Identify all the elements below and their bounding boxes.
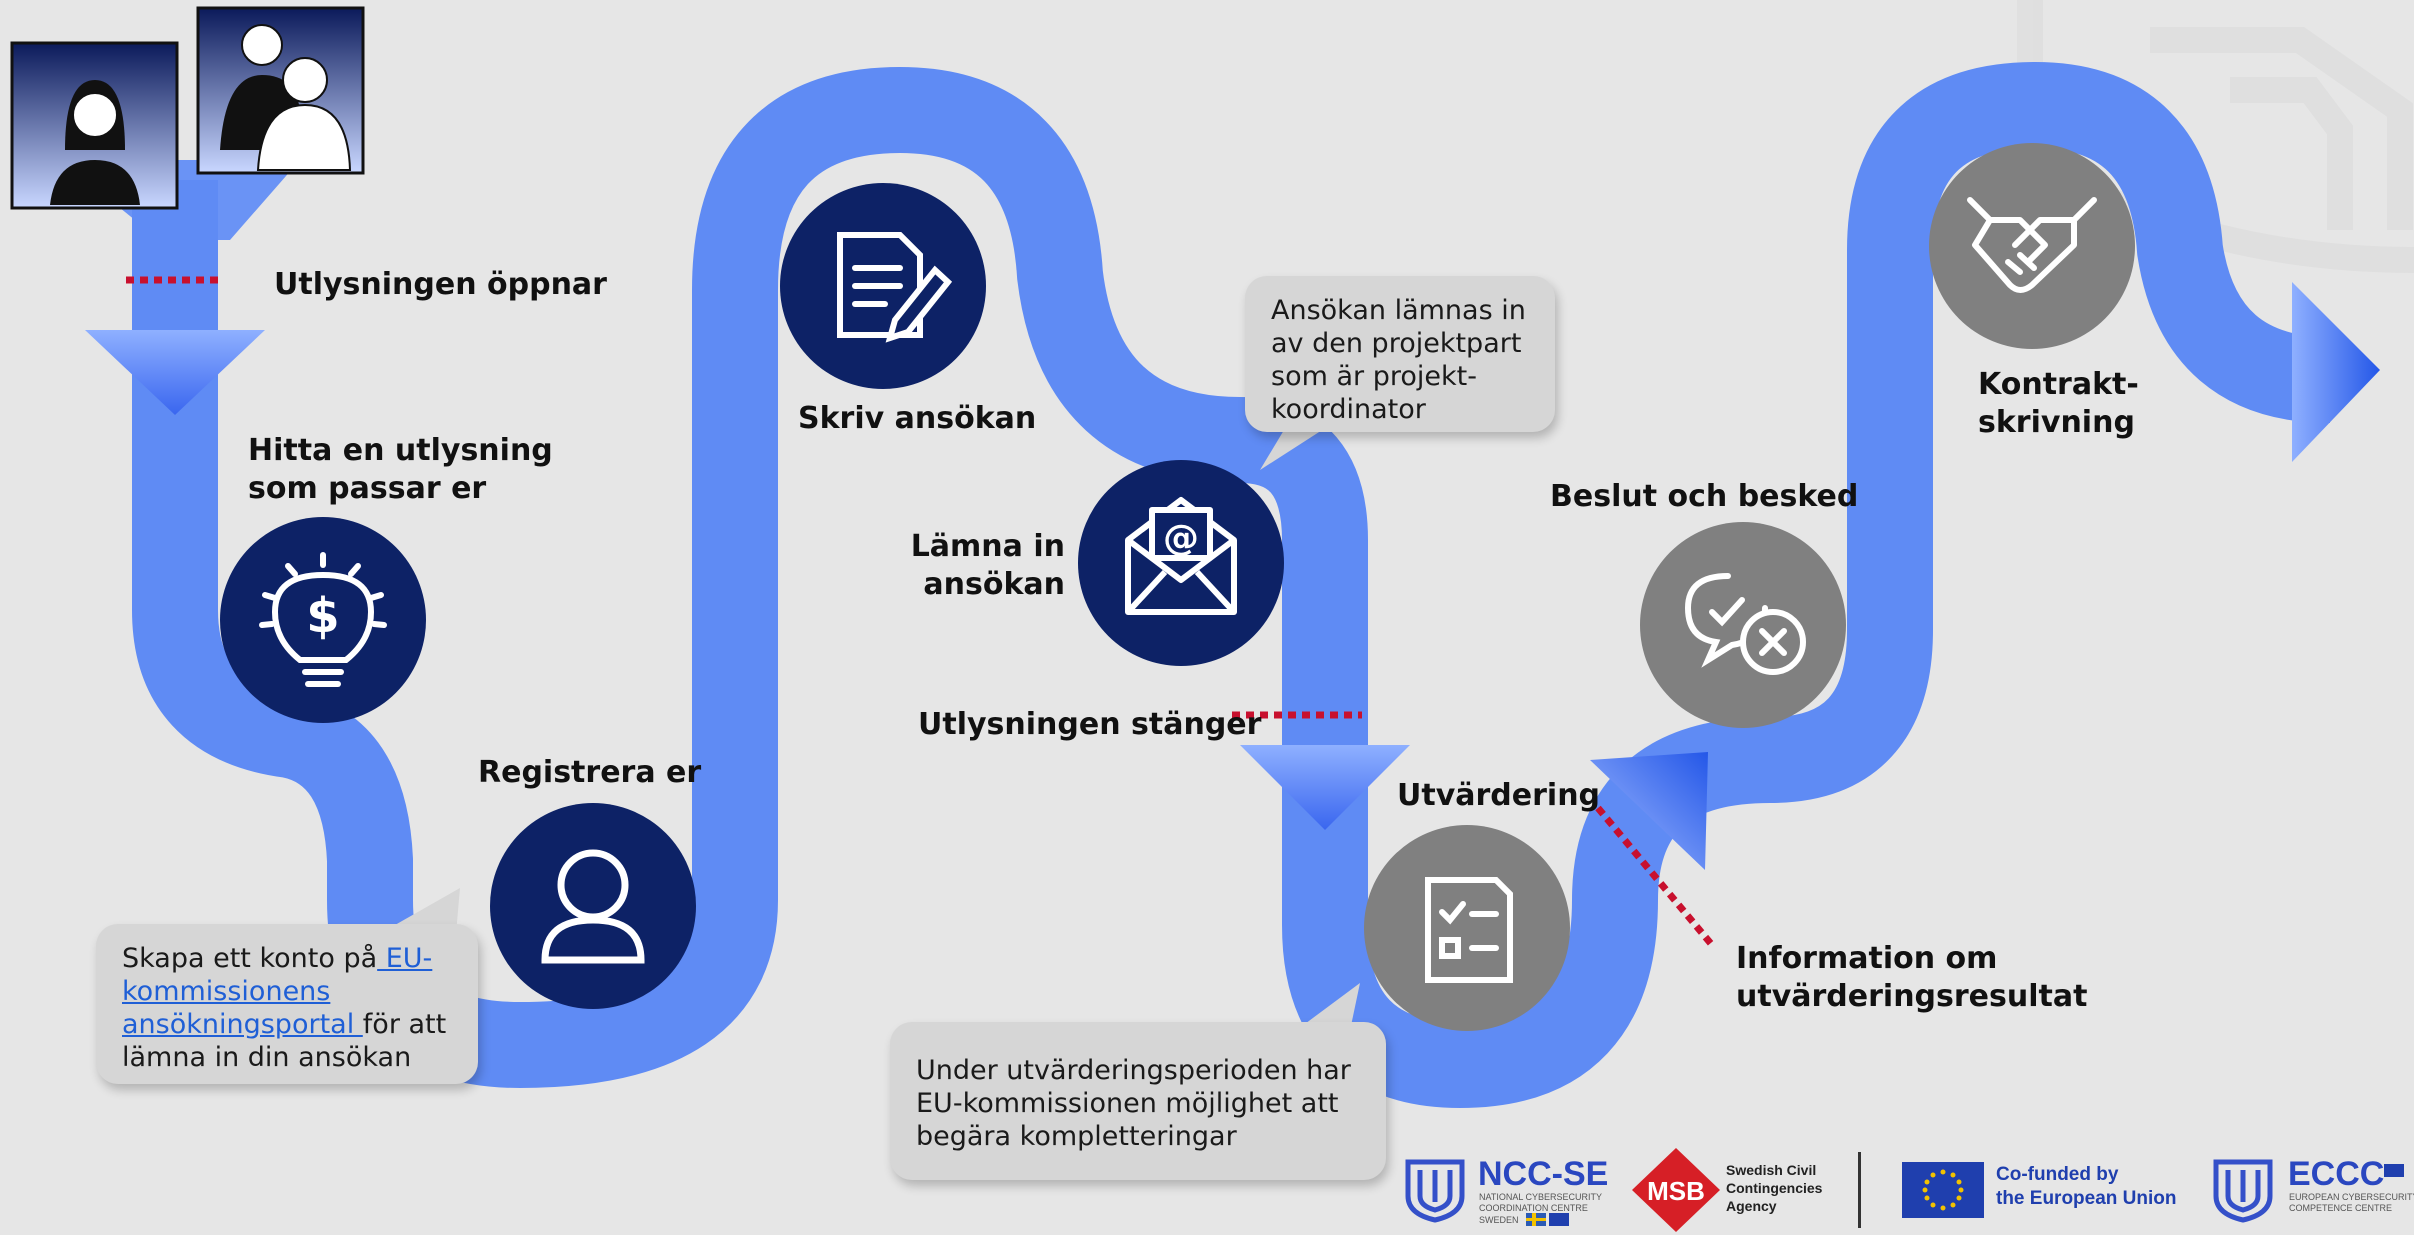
eu-line1: Co-funded by <box>1996 1164 2119 1185</box>
label-call-opens: Utlysningen öppnar <box>274 267 607 302</box>
bubble-create-account: Skapa ett konto på EU-kommissionens ansö… <box>96 924 478 1084</box>
arrow-right-icon <box>2292 282 2380 462</box>
ncc-sub2: COORDINATION CENTRE <box>1479 1203 1588 1213</box>
handshake-icon <box>1967 197 2097 293</box>
eccc-title: ECCC <box>2288 1155 2385 1193</box>
label-eval-info: Information om utvärderingsresultat <box>1736 940 2087 1016</box>
label-line: ansökan <box>923 567 1065 602</box>
node-evaluation <box>1364 825 1570 1031</box>
msb-mark: MSB <box>1647 1176 1705 1206</box>
label-line: utvärderingsresultat <box>1736 979 2088 1014</box>
node-submit: @ <box>1078 460 1284 666</box>
portrait-two-men <box>196 6 365 175</box>
msb-line2: Contingencies <box>1726 1180 1823 1196</box>
eccc-flag-icon <box>2384 1164 2404 1177</box>
bubble-line: som är projekt- <box>1271 361 1477 392</box>
svg-text:$: $ <box>306 588 339 644</box>
bubble-line: Ansökan lämnas in <box>1271 295 1526 326</box>
label-line: Kontrakt- <box>1978 367 2139 402</box>
envelope-at-icon: @ <box>1125 497 1237 615</box>
ncc-sub3: SWEDEN <box>1479 1215 1519 1225</box>
msb-line3: Agency <box>1726 1198 1777 1214</box>
user-icon <box>541 849 645 964</box>
flags-icon <box>1526 1213 1569 1226</box>
portal-link[interactable]: EU-kommissionens ansökningsportal <box>122 943 433 1040</box>
marker-eval-info <box>1595 805 1715 948</box>
arrow-down-icon <box>85 330 265 415</box>
label-call-closes: Utlysningen stänger <box>918 707 1262 742</box>
ncc-title: NCC-SE <box>1478 1155 1609 1193</box>
label-line: Information om <box>1736 941 1998 976</box>
bubble-tail <box>1260 420 1330 470</box>
node-decision <box>1640 522 1846 728</box>
svg-text:@: @ <box>1163 518 1199 559</box>
node-register <box>490 803 696 1009</box>
arrow-up-icon <box>1590 752 1708 870</box>
bubble-line: EU-kommissionen möjlighet att <box>916 1088 1339 1119</box>
msb-logo: MSB <box>1632 1148 1720 1232</box>
label-line: Hitta en utlysning <box>248 433 553 468</box>
ncc-shield-icon <box>1405 1159 1465 1223</box>
label-decision: Beslut och besked <box>1550 479 1859 514</box>
msb-line1: Swedish Civil <box>1726 1162 1817 1178</box>
bubble-text: Skapa ett konto på <box>122 943 378 974</box>
label-line: Lämna in <box>910 529 1065 564</box>
label-register: Registrera er <box>478 755 702 790</box>
portrait-woman <box>10 41 179 210</box>
node-contract <box>1929 143 2135 349</box>
bubble-line: koordinator <box>1271 394 1426 425</box>
label-find-call: Hitta en utlysning som passar er <box>248 432 553 508</box>
eccc-shield-icon <box>2213 1159 2273 1223</box>
ncc-sub1: NATIONAL CYBERSECURITY <box>1479 1192 1603 1202</box>
label-contract: Kontrakt- skrivning <box>1978 366 2139 442</box>
bubble-text: för att lämna in din ansökan <box>122 1009 447 1073</box>
lightbulb-dollar-icon: $ <box>259 552 387 687</box>
eu-line2: the European Union <box>1996 1188 2177 1209</box>
bubble-coordinator: Ansökan lämnas in av den projektpart som… <box>1245 276 1555 432</box>
label-line: skrivning <box>1978 405 2135 440</box>
chat-check-cross-icon <box>1684 573 1806 675</box>
document-pen-icon <box>837 232 953 343</box>
bubble-complement: Under utvärderingsperioden har EU-kommis… <box>890 1022 1386 1180</box>
bubble-line: begära kompletteringar <box>916 1121 1237 1152</box>
node-find-call: $ <box>220 517 426 723</box>
divider <box>1858 1152 1861 1228</box>
bubble-line: Under utvärderingsperioden har <box>916 1055 1351 1086</box>
checklist-icon <box>1425 877 1513 983</box>
eccc-sub2: COMPETENCE CENTRE <box>2289 1203 2393 1213</box>
label-line: som passar er <box>248 471 487 506</box>
label-submit: Lämna in ansökan <box>880 528 1065 604</box>
bubble-line: av den projektpart <box>1271 328 1522 359</box>
arrow-down-icon <box>1240 745 1410 830</box>
node-write <box>780 183 986 389</box>
label-evaluation: Utvärdering <box>1397 778 1601 813</box>
eccc-sub1: EUROPEAN CYBERSECURITY <box>2289 1192 2414 1202</box>
eu-flag-icon <box>1902 1162 1984 1218</box>
label-write: Skriv ansökan <box>798 401 1037 436</box>
